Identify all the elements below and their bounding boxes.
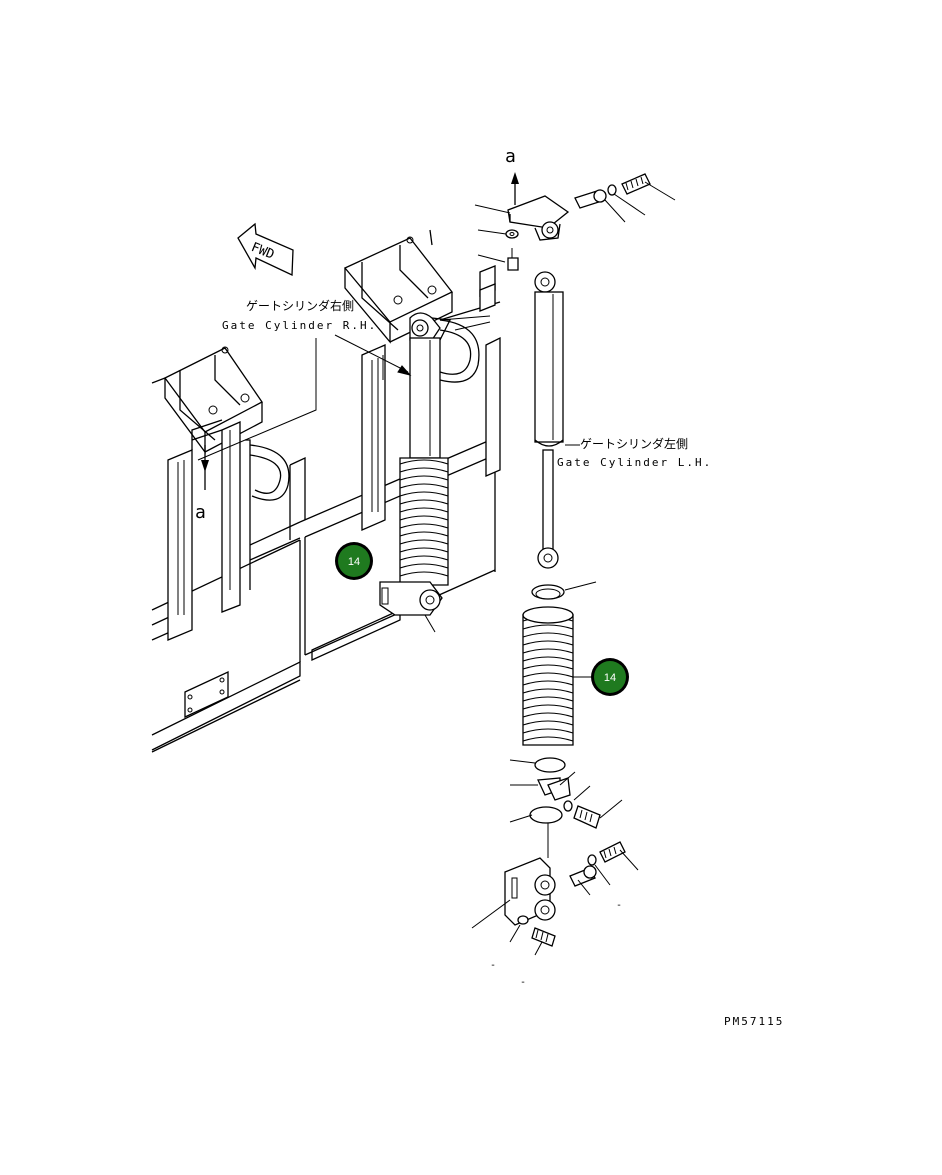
callout-spring-rh-number: 14: [348, 556, 360, 568]
gate-cylinder-rh-en-label: Gate Cylinder R.H.: [222, 319, 377, 332]
view-a-label-top: a: [505, 146, 516, 167]
leader-lines: [439, 181, 676, 956]
view-arrow-top: [511, 172, 519, 205]
callout-spring-rh[interactable]: 14: [335, 542, 373, 580]
fwd-arrow: FWD: [237, 222, 294, 277]
gate-cylinder-rh-jp-label: ゲートシリンダ右側: [246, 298, 354, 313]
callout-spring-lh-number: 14: [604, 672, 616, 684]
dash-mark-2: -: [490, 960, 496, 971]
dash-mark-1: -: [616, 900, 622, 911]
dash-mark-3: -: [520, 977, 526, 988]
view-a-label-left: a: [195, 502, 206, 523]
spring-lh: [522, 606, 574, 746]
gate-frame: [151, 229, 501, 753]
gate-cylinder-lh: [504, 173, 651, 947]
gate-cylinder-lh-en-label: Gate Cylinder L.H.: [557, 456, 712, 469]
view-arrow-left: [201, 445, 209, 490]
gate-cylinder-rh: [197, 312, 451, 633]
spring-rh: [399, 457, 449, 586]
callout-spring-lh[interactable]: 14: [591, 658, 629, 696]
gate-cylinder-lh-jp-label: ゲートシリンダ左側: [580, 436, 688, 451]
drawing-number: PM57115: [724, 1015, 784, 1028]
